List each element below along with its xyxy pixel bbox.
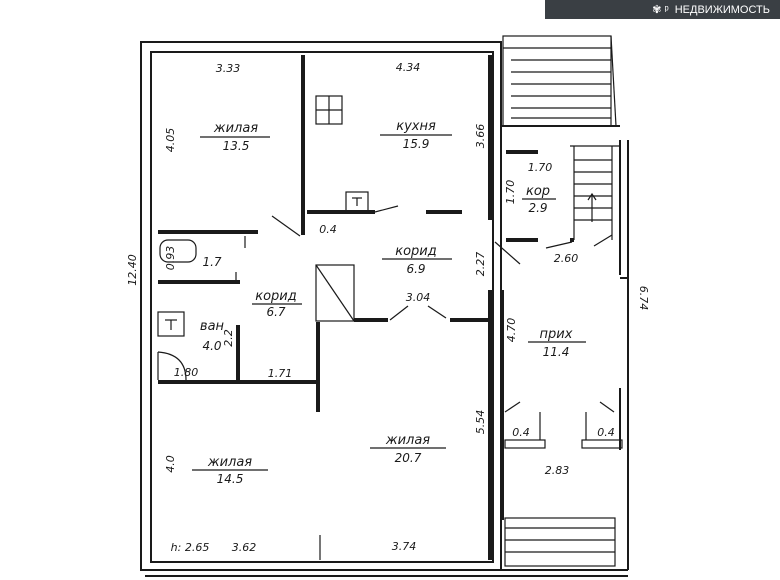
dim-label: 0.4 [512,426,530,439]
inner-walls [158,55,521,560]
room-label-corridor2: корид [255,289,297,304]
room-label-living1: жилая [213,121,258,136]
dim-label: 1.71 [268,367,293,380]
dim-label: 3.04 [406,291,431,304]
dim-label: 2.83 [545,464,570,477]
room-area-hall: 11.4 [543,345,570,359]
room-label-living3: жилая [385,433,430,448]
dim-label: 2.27 [474,252,487,277]
dim-label: 1.70 [504,180,517,205]
room-area-bath: 4.0 [202,339,221,353]
room-area-living2: 14.5 [217,472,244,486]
sink-icon [157,311,185,337]
stove-icon [345,191,369,213]
dim-label: 3.62 [232,541,257,554]
dim-label: 3.66 [474,124,487,149]
room-area-closet: 2.9 [528,201,547,215]
dim-label: 0.4 [597,426,615,439]
room-area-corridor2: 6.7 [266,305,285,319]
dim-label: 12.40 [126,254,139,286]
dim-label: 4.0 [164,455,177,473]
toilet-icon [159,239,197,263]
fixtures [157,95,369,381]
dim-label: 0.93 [164,246,177,271]
dim-label: 6.74 [637,286,650,311]
dim-label: 2.60 [554,252,579,265]
bath-door-swing [157,351,187,381]
brand-banner: ✾ ᵖ НЕДВИЖИМОСТЬ [545,0,780,19]
dim-label: h: 2.65 [171,541,210,554]
realty-logo-icon: ✾ ᵖ [652,4,669,16]
room-area-kitchen: 15.9 [403,137,430,151]
room-label-kitchen: кухня [396,119,436,134]
room-label-hall: прих [540,327,573,342]
room-label-corridor1: корид [395,244,437,259]
dim-label: 2.2 [222,329,235,347]
room-area-living3: 20.7 [395,451,422,465]
dim-label: 5.54 [474,410,487,435]
room-label-bath: ван [200,319,225,334]
room-area-wc: 1.7 [202,255,221,269]
dim-label: 1.80 [174,366,199,379]
entrance-annex [500,125,629,570]
dim-label: 4.05 [164,128,177,153]
room-labels: жилая 13.5 кухня 15.9 корид 6.9 корид 6.… [192,119,586,486]
dim-label: 1.70 [528,161,553,174]
dimension-labels: 3.33 4.34 4.05 3.66 12.40 1.70 1.70 0.4 … [126,61,650,554]
dim-label: 0.4 [319,223,337,236]
dim-label: 3.74 [392,540,417,553]
room-label-closet: кор [526,184,550,199]
dim-label: 4.34 [396,61,421,74]
dim-label: 3.33 [216,62,241,75]
top-stairs [502,35,617,127]
room-area-living1: 13.5 [223,139,250,153]
bottom-stairs [504,517,616,567]
brand-text: НЕДВИЖИМОСТЬ [674,3,770,16]
room-label-living2: жилая [207,455,252,470]
dim-label: 4.70 [505,318,518,343]
room-area-corridor1: 6.9 [406,262,425,276]
